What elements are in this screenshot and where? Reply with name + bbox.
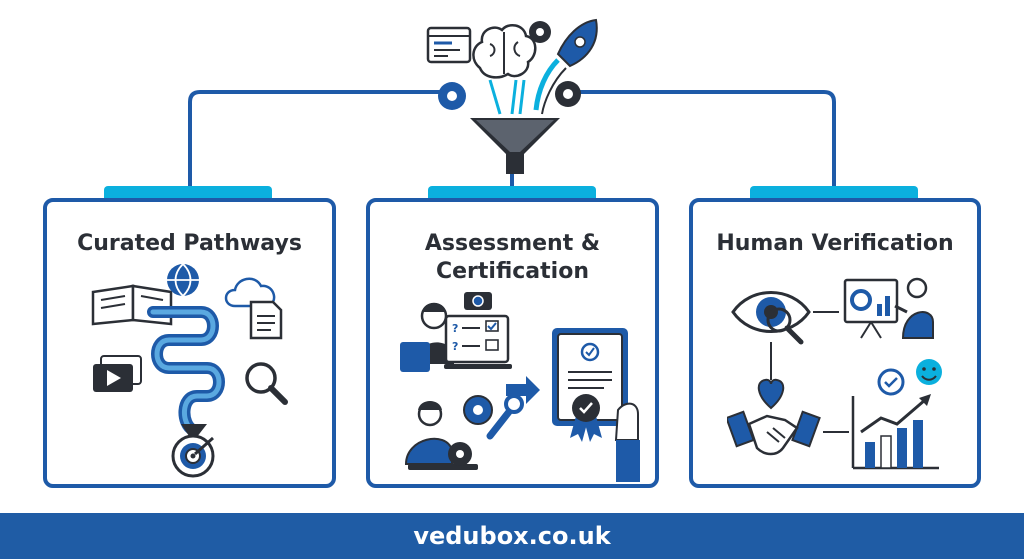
svg-text:?: ? [452, 340, 458, 353]
eye-icon [731, 291, 811, 345]
technician-icon [404, 401, 478, 470]
card-title: Curated Pathways [77, 231, 302, 256]
assessment-certification-card: Assessment & Certification ? ? [366, 198, 659, 488]
rocket-icon [533, 18, 598, 115]
cloud-icon [224, 277, 276, 308]
curated-pathways-card: Curated Pathways [43, 198, 336, 488]
growth-chart-icon [851, 394, 939, 470]
curated-pathways-illustration [91, 263, 288, 478]
gear-icon [448, 395, 493, 466]
card-title: Human Verification [716, 231, 954, 256]
video-play-icon [93, 355, 142, 392]
person-at-computer-icon [400, 302, 454, 372]
smiley-icon [916, 359, 942, 385]
heart-icon [757, 378, 785, 410]
check-badge-icon [877, 368, 905, 396]
footer-url[interactable]: vedubox.co.uk [0, 513, 1024, 559]
wrench-icon [486, 394, 524, 440]
ribbon-badge-icon [570, 394, 602, 442]
presenter-icon [843, 277, 934, 339]
human-verification-illustration [727, 277, 942, 470]
brain-icon [472, 23, 537, 79]
open-book-icon [91, 284, 173, 326]
funnel-icon [470, 118, 560, 174]
svg-text:?: ? [452, 322, 458, 335]
magnifier-icon [245, 362, 288, 405]
globe-icon [167, 263, 199, 297]
camera-icon [464, 292, 492, 310]
human-verification-card: Human Verification [689, 198, 981, 488]
card-title-line2: Certification [435, 259, 589, 284]
idea-funnel-cluster [426, 18, 598, 174]
quiz-checklist-icon: ? ? [444, 314, 512, 369]
arrow-right-icon [506, 376, 540, 404]
document-icon [249, 300, 283, 340]
gear-icon [438, 21, 581, 110]
certificate-icon [552, 328, 628, 426]
code-window-icon [426, 26, 472, 64]
winding-path-arrow-icon [147, 306, 225, 442]
target-icon [171, 434, 215, 478]
assessment-illustration: ? ? [400, 292, 640, 482]
card-title-line1: Assessment & [424, 231, 601, 256]
handshake-icon [727, 410, 821, 456]
